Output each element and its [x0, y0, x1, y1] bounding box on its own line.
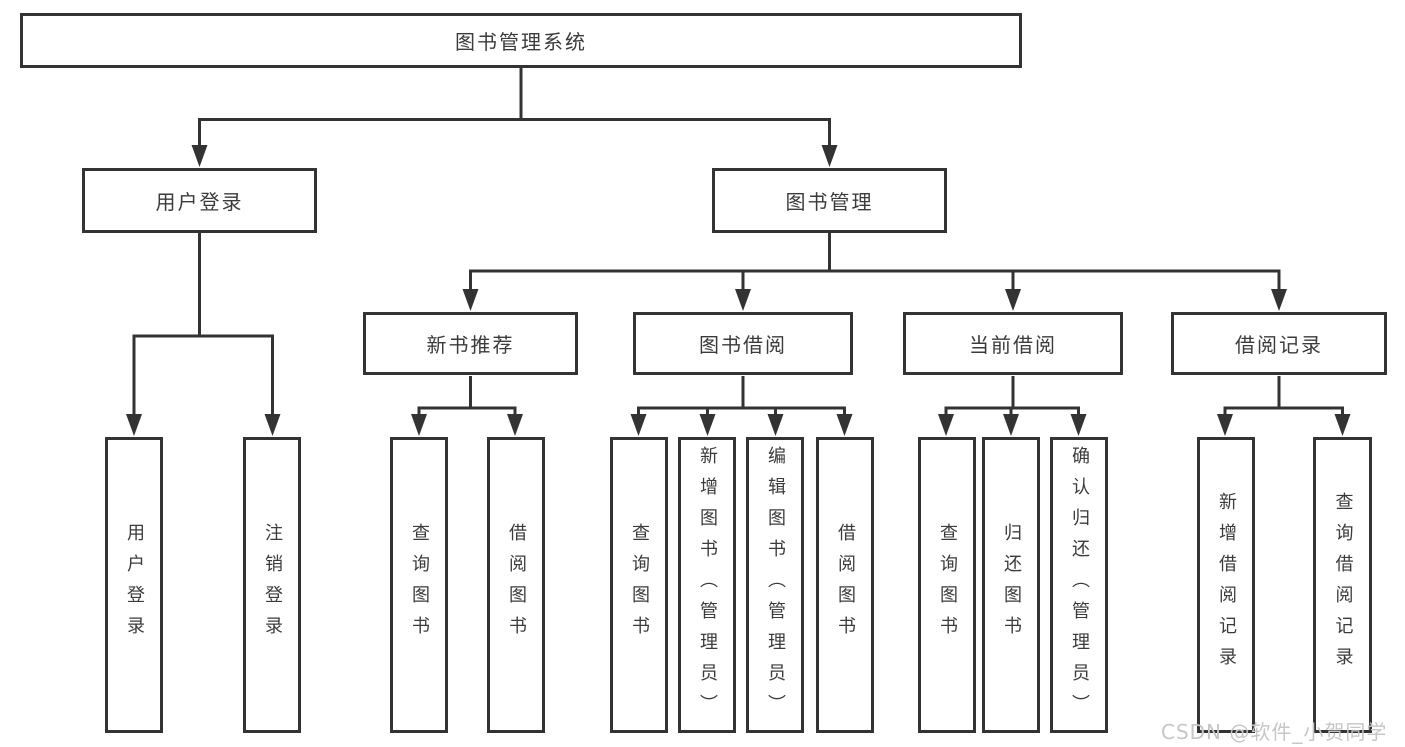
arrowhead-icon — [126, 414, 142, 436]
node-library-management-system: 图书管理系统 — [20, 13, 1022, 68]
arrowhead-group — [126, 145, 1351, 436]
node-current-borrow: 当前借阅 — [903, 312, 1123, 375]
leaf-return-books: 归还图书 — [982, 437, 1040, 733]
leaf-logout-label: 注销登录 — [262, 523, 283, 647]
leaf-query-books-3-label: 查询图书 — [937, 523, 958, 647]
arrowhead-icon — [191, 145, 208, 167]
arrowhead-icon — [1334, 414, 1351, 436]
leaf-edit-book-admin: 编辑图书（管理员） — [746, 437, 804, 733]
node-book-management: 图书管理 — [712, 168, 947, 233]
arrowhead-icon — [1271, 289, 1287, 311]
node-book-management-label: 图书管理 — [785, 190, 874, 214]
csdn-watermark: CSDN @软件_小贺同学 — [1161, 720, 1388, 744]
leaf-borrow-books-2: 借阅图书 — [816, 437, 874, 733]
leaf-confirm-return-admin: 确认归还（管理员） — [1050, 437, 1108, 733]
arrowhead-icon — [462, 289, 479, 311]
arrowhead-icon — [735, 289, 751, 311]
arrowhead-icon — [630, 414, 647, 436]
leaf-logout: 注销登录 — [243, 437, 301, 733]
node-user-login-label: 用户登录 — [155, 190, 244, 214]
leaf-borrow-books-2-label: 借阅图书 — [835, 523, 856, 647]
leaf-edit-book-admin-label: 编辑图书（管理员） — [765, 445, 786, 725]
leaf-borrow-books-1-label: 借阅图书 — [506, 523, 527, 647]
leaf-return-books-label: 归还图书 — [1001, 523, 1022, 647]
node-new-book-recommend-label: 新书推荐 — [426, 333, 515, 357]
leaf-add-borrow-record-label: 新增借阅记录 — [1216, 492, 1237, 678]
arrowhead-icon — [264, 414, 281, 436]
leaf-add-book-admin: 新增图书（管理员） — [678, 437, 736, 733]
node-user-login: 用户登录 — [82, 168, 317, 233]
leaf-confirm-return-admin-label: 确认归还（管理员） — [1069, 445, 1090, 725]
arrowhead-icon — [938, 414, 954, 436]
arrowhead-icon — [1005, 289, 1021, 311]
leaf-user-login: 用户登录 — [105, 437, 163, 733]
leaf-query-books-2-label: 查询图书 — [629, 523, 650, 647]
node-current-borrow-label: 当前借阅 — [969, 333, 1057, 357]
arrowhead-icon — [699, 414, 716, 436]
arrowhead-icon — [821, 145, 838, 167]
arrowhead-icon — [1217, 414, 1233, 436]
leaf-query-books-1: 查询图书 — [390, 437, 448, 733]
leaf-borrow-books-1: 借阅图书 — [487, 437, 545, 733]
leaf-query-books-2: 查询图书 — [610, 437, 668, 733]
arrowhead-icon — [767, 414, 784, 436]
connector-path — [132, 68, 1344, 418]
arrowhead-icon — [836, 414, 853, 436]
arrowhead-icon — [1003, 414, 1019, 436]
node-borrow-records-label: 借阅记录 — [1235, 333, 1323, 357]
node-library-management-system-label: 图书管理系统 — [455, 30, 587, 54]
arrowhead-icon — [411, 414, 427, 436]
leaf-add-borrow-record: 新增借阅记录 — [1197, 437, 1255, 733]
leaf-query-borrow-record-label: 查询借阅记录 — [1332, 492, 1354, 678]
leaf-query-books-1-label: 查询图书 — [409, 523, 430, 647]
node-borrow-records: 借阅记录 — [1171, 312, 1387, 375]
leaf-add-book-admin-label: 新增图书（管理员） — [697, 445, 718, 725]
node-book-borrow: 图书借阅 — [633, 312, 853, 375]
arrowhead-icon — [1070, 414, 1087, 436]
arrowhead-icon — [507, 414, 523, 436]
leaf-user-login-label: 用户登录 — [124, 523, 145, 647]
node-book-borrow-label: 图书借阅 — [699, 333, 787, 357]
leaf-query-books-3: 查询图书 — [918, 437, 976, 733]
node-new-book-recommend: 新书推荐 — [363, 312, 578, 375]
leaf-query-borrow-record: 查询借阅记录 — [1313, 437, 1372, 733]
